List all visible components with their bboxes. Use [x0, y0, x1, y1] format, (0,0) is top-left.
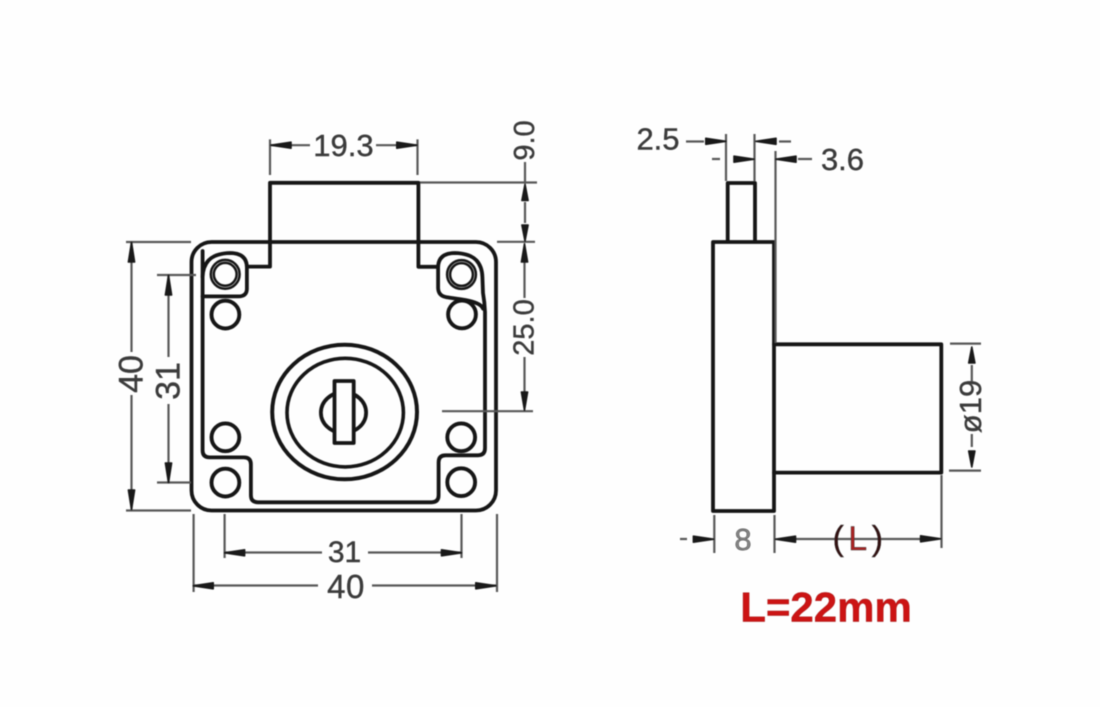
svg-text:31: 31: [328, 536, 361, 569]
svg-text:L=22mm: L=22mm: [740, 584, 912, 631]
svg-text:(L): (L): [832, 520, 887, 558]
svg-text:8: 8: [734, 522, 751, 557]
svg-text:40: 40: [113, 355, 151, 393]
svg-text:ø19: ø19: [953, 380, 988, 433]
svg-text:2.5: 2.5: [636, 122, 679, 157]
svg-text:19.3: 19.3: [313, 128, 373, 163]
svg-text:31: 31: [150, 362, 188, 400]
svg-text:3.6: 3.6: [821, 142, 864, 177]
svg-text:40: 40: [327, 568, 365, 605]
svg-text:25.0: 25.0: [509, 299, 541, 355]
svg-text:9.0: 9.0: [509, 120, 541, 160]
